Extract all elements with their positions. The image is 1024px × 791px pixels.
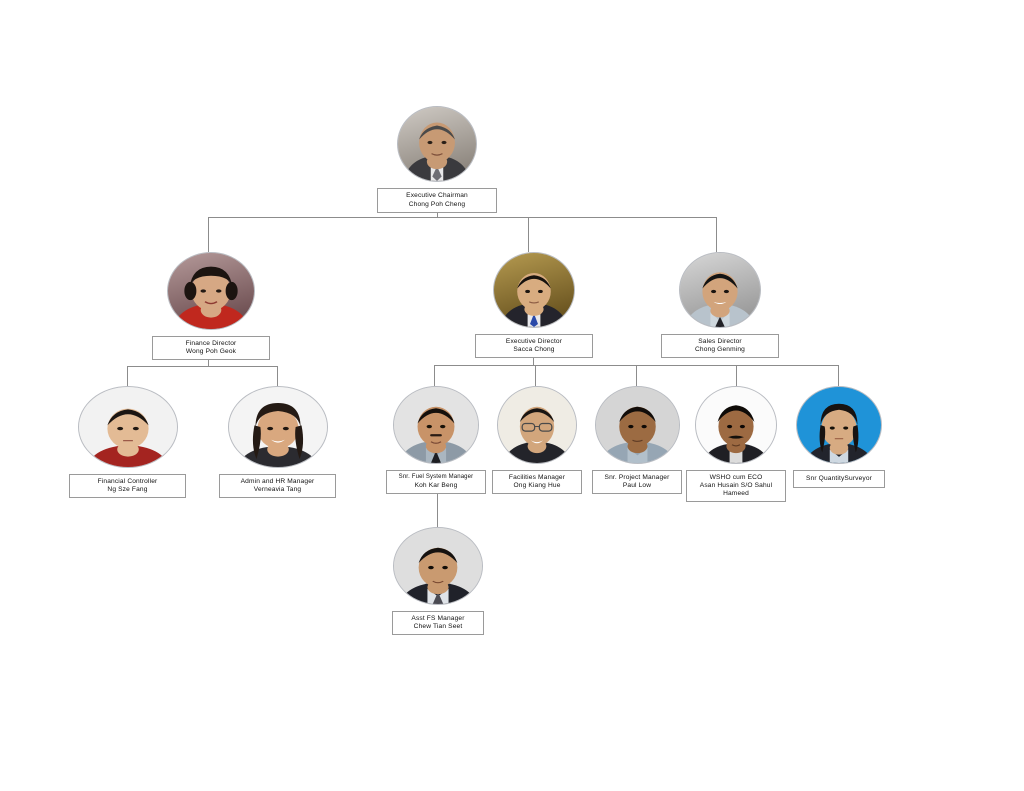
title-text: WSHO cum ECO xyxy=(709,473,763,481)
connector-drop-executive xyxy=(528,217,529,252)
title-text: Facilities Manager xyxy=(508,473,566,481)
node-executive-chairman[interactable]: Executive Chairman Chong Poh Cheng xyxy=(377,106,497,213)
label-executive-director: Executive Director Sacca Chong xyxy=(475,334,593,358)
photo-executive-chairman xyxy=(397,106,477,182)
label-asst-fs-manager: Asst FS Manager Chew Tian Seet xyxy=(392,611,484,635)
photo-wsho-cum-eco xyxy=(695,386,777,464)
photo-asst-fs-manager xyxy=(393,527,483,605)
label-snr-quantity-surveyor: Snr QuantitySurveyor xyxy=(793,470,885,488)
photo-financial-controller xyxy=(77,386,178,468)
label-facilities-manager: Facilities Manager Ong Kiang Hue xyxy=(492,470,582,494)
node-snr-quantity-surveyor[interactable]: Snr QuantitySurveyor xyxy=(793,386,885,488)
person-text: Wong Poh Geok xyxy=(185,348,237,355)
photo-admin-hr-manager xyxy=(227,386,328,468)
person-text: Asan Husain S/O Sahul Hameed xyxy=(699,481,773,498)
connector-drop-facilities xyxy=(535,365,536,386)
person-text: Paul Low xyxy=(622,482,652,489)
node-wsho-cum-eco[interactable]: WSHO cum ECO Asan Husain S/O Sahul Hamee… xyxy=(686,386,786,502)
label-sales-director: Sales Director Chong Genming xyxy=(661,334,779,358)
connector-drop-wsho xyxy=(736,365,737,386)
connector-drop-project xyxy=(636,365,637,386)
label-executive-chairman: Executive Chairman Chong Poh Cheng xyxy=(377,188,497,213)
node-executive-director[interactable]: Executive Director Sacca Chong xyxy=(475,252,593,358)
photo-snr-project-manager xyxy=(594,386,680,464)
photo-finance-director xyxy=(167,252,255,330)
person-text: Chong Poh Cheng xyxy=(408,200,466,208)
node-sales-director[interactable]: Sales Director Chong Genming xyxy=(661,252,779,358)
connector-executive-stem xyxy=(533,352,534,365)
connector-drop-admin-hr xyxy=(277,366,278,386)
node-snr-fuel-system-manager[interactable]: Snr. Fuel System Manager Koh Kar Beng xyxy=(386,386,486,494)
photo-sales-director xyxy=(679,252,761,328)
person-text: Verneavia Tang xyxy=(253,486,302,493)
title-text: Admin and HR Manager xyxy=(240,477,315,485)
connector-finance-bus xyxy=(127,366,277,367)
node-financial-controller[interactable]: Financial Controller Ng Sze Fang xyxy=(69,386,186,498)
title-text: Sales Director xyxy=(698,337,742,345)
connector-drop-fuel-system xyxy=(434,365,435,386)
connector-drop-financial-controller xyxy=(127,366,128,386)
title-text: Snr. Fuel System Manager xyxy=(398,474,474,481)
node-snr-project-manager[interactable]: Snr. Project Manager Paul Low xyxy=(592,386,682,494)
label-wsho-cum-eco: WSHO cum ECO Asan Husain S/O Sahul Hamee… xyxy=(686,470,786,502)
person-text: Ong Kiang Hue xyxy=(513,482,561,489)
photo-facilities-manager xyxy=(497,386,577,464)
connector-asst-fs-stem xyxy=(437,482,438,527)
node-asst-fs-manager[interactable]: Asst FS Manager Chew Tian Seet xyxy=(392,527,484,635)
title-text: Finance Director xyxy=(185,339,237,347)
label-admin-hr-manager: Admin and HR Manager Verneavia Tang xyxy=(219,474,336,498)
photo-snr-quantity-surveyor xyxy=(796,386,882,464)
connector-level1-bus xyxy=(208,217,716,218)
label-snr-fuel-system-manager: Snr. Fuel System Manager Koh Kar Beng xyxy=(386,470,486,494)
node-facilities-manager[interactable]: Facilities Manager Ong Kiang Hue xyxy=(492,386,582,494)
title-text: Snr. Project Manager xyxy=(604,473,670,481)
person-text: Ng Sze Fang xyxy=(107,486,148,493)
person-text: Chong Genming xyxy=(695,346,745,353)
person-text: Koh Kar Beng xyxy=(414,481,458,489)
label-financial-controller: Financial Controller Ng Sze Fang xyxy=(69,474,186,498)
title-text: Asst FS Manager xyxy=(411,614,465,622)
title-text: Executive Chairman xyxy=(406,192,468,200)
person-text: Chew Tian Seet xyxy=(413,623,463,630)
person-text: Sacca Chong xyxy=(513,346,555,353)
title-text: Financial Controller xyxy=(97,477,158,485)
connector-drop-finance xyxy=(208,217,209,252)
photo-executive-director xyxy=(493,252,575,328)
title-text: Executive Director xyxy=(505,337,563,345)
label-finance-director: Finance Director Wong Poh Geok xyxy=(152,336,270,360)
node-finance-director[interactable]: Finance Director Wong Poh Geok xyxy=(152,252,270,360)
label-snr-project-manager: Snr. Project Manager Paul Low xyxy=(592,470,682,494)
node-admin-hr-manager[interactable]: Admin and HR Manager Verneavia Tang xyxy=(219,386,336,498)
connector-drop-quantity-surveyor xyxy=(838,365,839,386)
photo-snr-fuel-system-manager xyxy=(393,386,479,464)
title-text: Snr QuantitySurveyor xyxy=(805,474,873,482)
connector-drop-sales xyxy=(716,217,717,252)
